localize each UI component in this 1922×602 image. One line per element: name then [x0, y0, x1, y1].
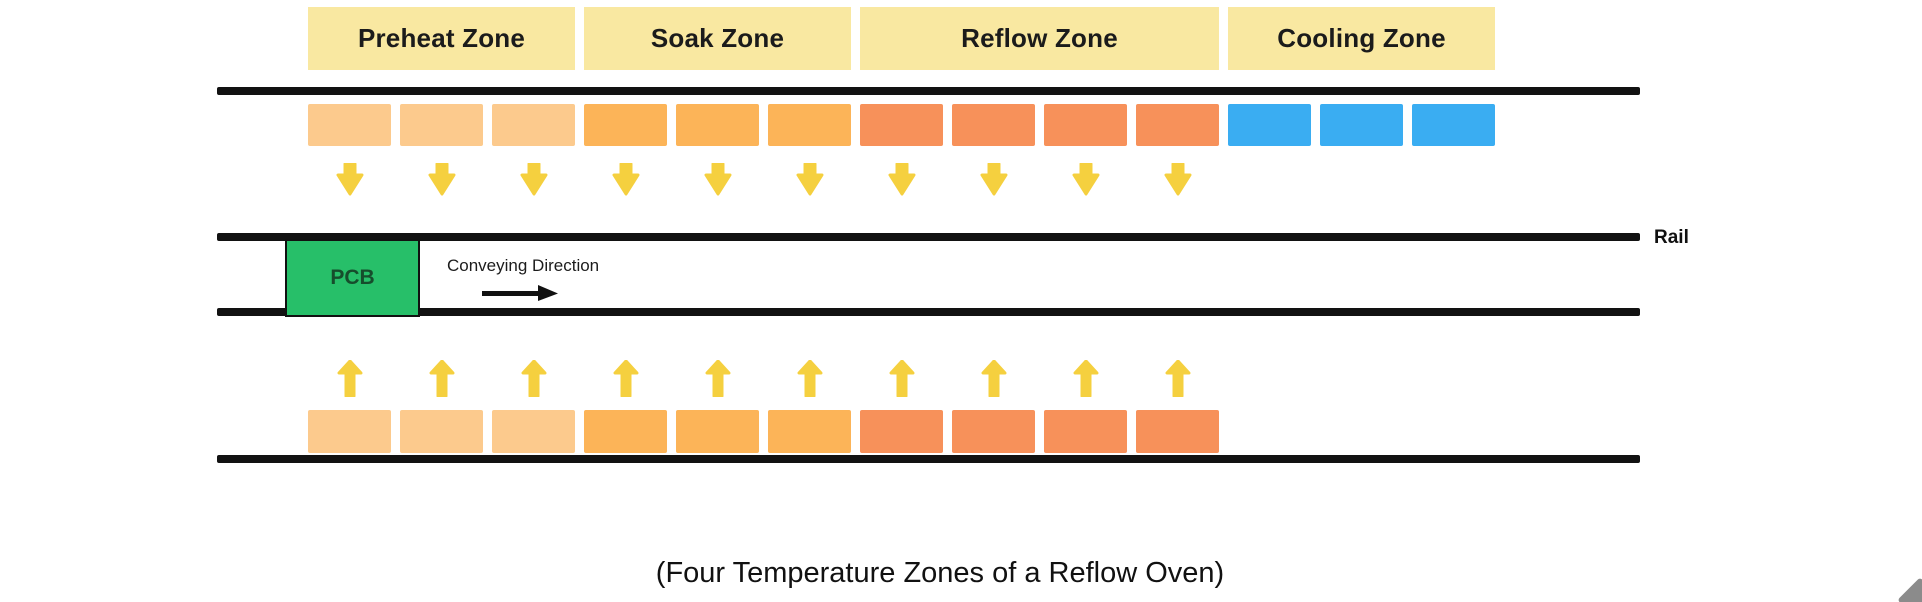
rail-line-conveyor-lower [217, 308, 1640, 316]
airflow-up-arrow-icon [797, 359, 823, 402]
airflow-up-arrow-icon [613, 359, 639, 402]
heater-block-bottom-preheat [492, 410, 575, 453]
heater-block-bottom-reflow [1136, 410, 1219, 453]
conveying-direction-arrow-icon [482, 285, 558, 306]
heater-block-top-reflow [952, 104, 1035, 146]
heater-block-top-cooling [1320, 104, 1403, 146]
heater-block-top-preheat [492, 104, 575, 146]
pcb-label: PCB [330, 266, 375, 289]
heater-block-top-reflow [860, 104, 943, 146]
airflow-down-arrow-icon [704, 162, 732, 201]
heater-block-top-cooling [1412, 104, 1495, 146]
airflow-up-arrow-icon [1073, 359, 1099, 402]
rail-line-conveyor-upper [217, 233, 1640, 241]
heater-block-bottom-preheat [400, 410, 483, 453]
corner-resize-artifact [1897, 577, 1922, 602]
airflow-up-arrow-icon [337, 359, 363, 402]
heater-block-top-cooling [1228, 104, 1311, 146]
diagram-caption: (Four Temperature Zones of a Reflow Oven… [655, 557, 1225, 589]
heater-block-top-reflow [1044, 104, 1127, 146]
airflow-down-arrow-icon [428, 162, 456, 201]
heater-block-top-preheat [308, 104, 391, 146]
heater-block-bottom-reflow [860, 410, 943, 453]
airflow-down-arrow-icon [520, 162, 548, 201]
airflow-down-arrow-icon [336, 162, 364, 201]
airflow-down-arrow-icon [1164, 162, 1192, 201]
rail-line-top [217, 87, 1640, 95]
pcb-board: PCB [285, 239, 420, 317]
airflow-up-arrow-icon [705, 359, 731, 402]
airflow-down-arrow-icon [888, 162, 916, 201]
airflow-down-arrow-icon [1072, 162, 1100, 201]
airflow-up-arrow-icon [521, 359, 547, 402]
airflow-down-arrow-icon [612, 162, 640, 201]
zone-label-cooling: Cooling Zone [1228, 7, 1495, 70]
heater-block-top-soak [768, 104, 851, 146]
zone-label-reflow: Reflow Zone [860, 7, 1219, 70]
heater-block-top-reflow [1136, 104, 1219, 146]
heater-block-bottom-soak [768, 410, 851, 453]
rail-label: Rail [1654, 227, 1689, 248]
heater-block-bottom-soak [676, 410, 759, 453]
airflow-down-arrow-icon [980, 162, 1008, 201]
rail-line-bottom [217, 455, 1640, 463]
airflow-up-arrow-icon [981, 359, 1007, 402]
heater-block-top-soak [676, 104, 759, 146]
heater-block-bottom-soak [584, 410, 667, 453]
conveying-direction-label: Conveying Direction [447, 256, 600, 275]
heater-block-bottom-preheat [308, 410, 391, 453]
heater-block-top-preheat [400, 104, 483, 146]
airflow-down-arrow-icon [796, 162, 824, 201]
airflow-up-arrow-icon [889, 359, 915, 402]
zone-label-soak: Soak Zone [584, 7, 851, 70]
heater-block-top-soak [584, 104, 667, 146]
heater-block-bottom-reflow [1044, 410, 1127, 453]
heater-block-bottom-reflow [952, 410, 1035, 453]
airflow-up-arrow-icon [429, 359, 455, 402]
zone-label-preheat: Preheat Zone [308, 7, 575, 70]
airflow-up-arrow-icon [1165, 359, 1191, 402]
